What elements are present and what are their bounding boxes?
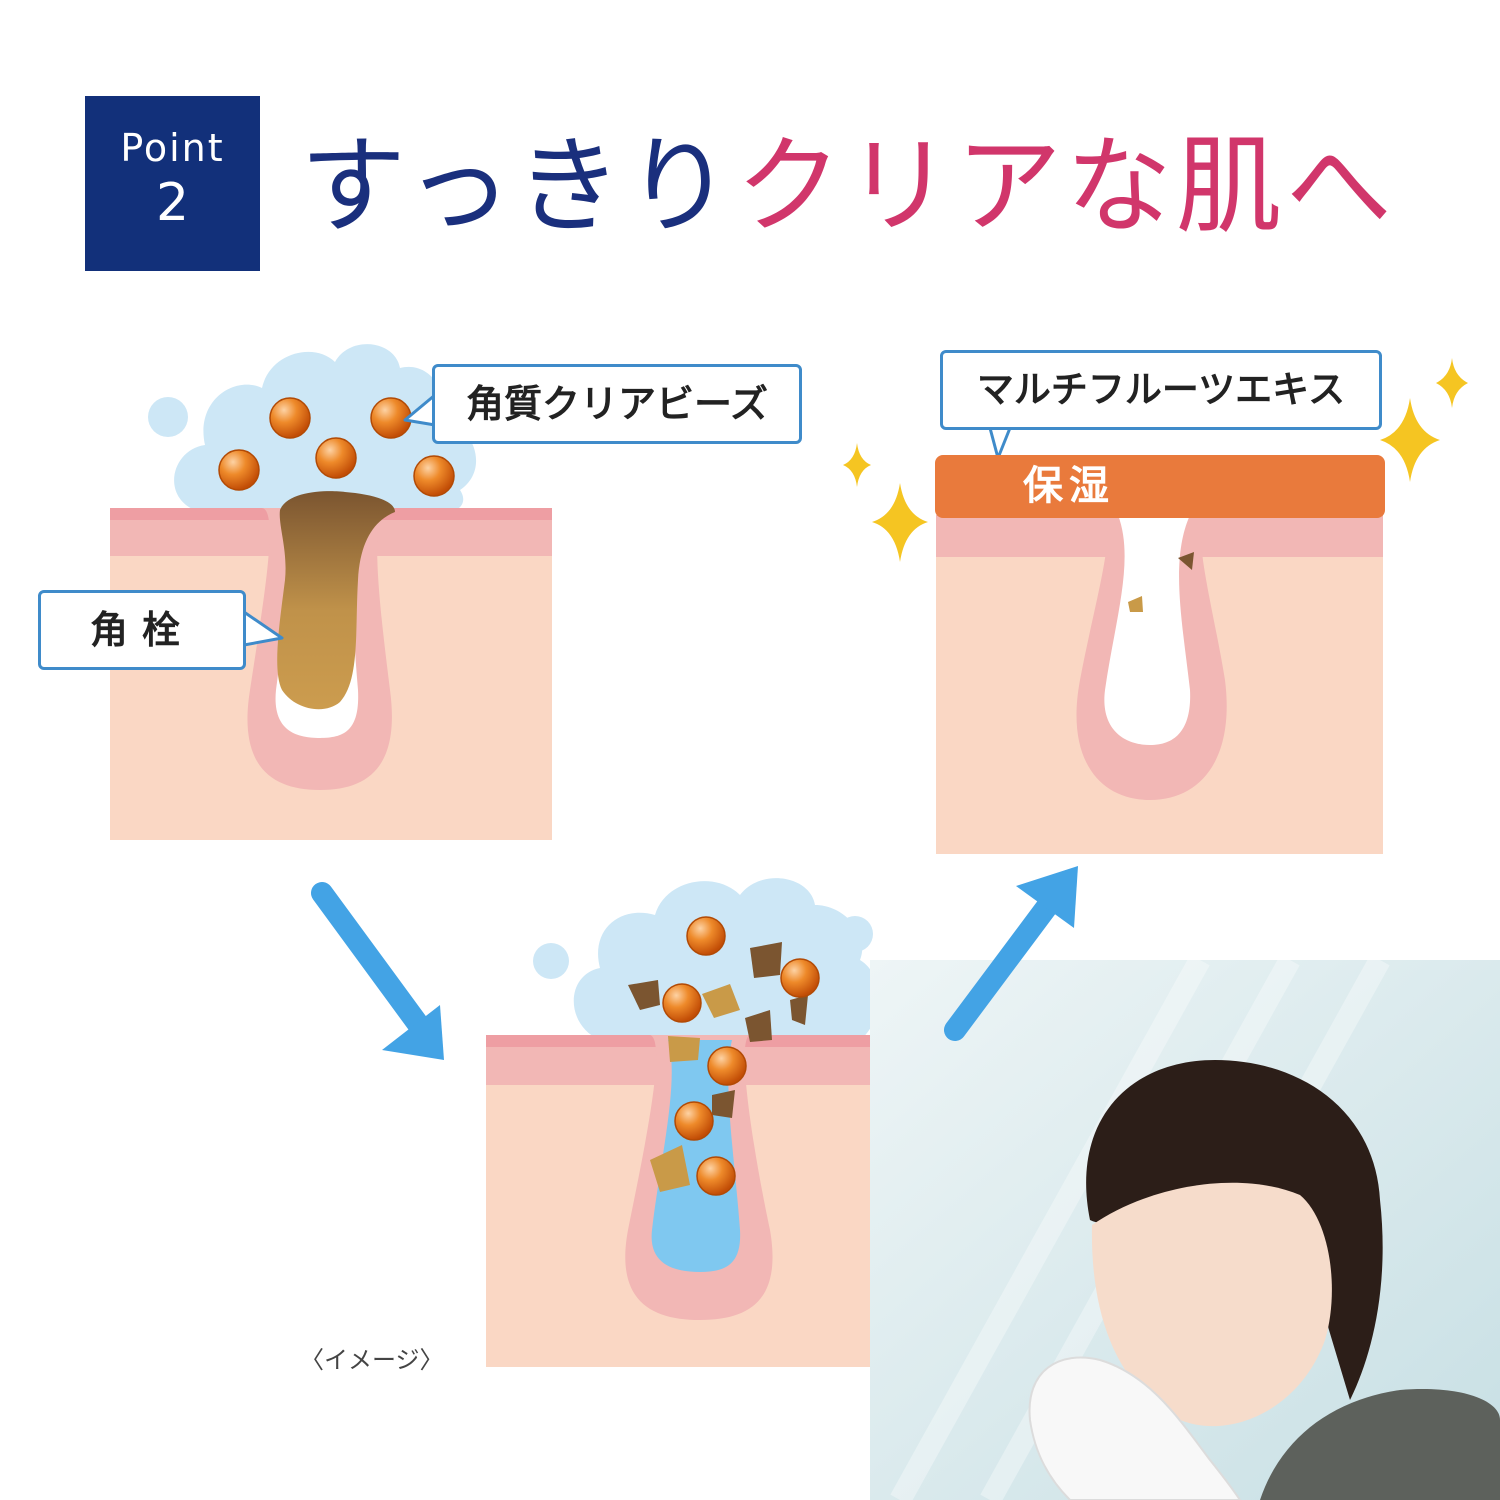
- clear-beads: [218, 397, 455, 497]
- plug-fragments: [628, 942, 808, 1192]
- arrow-down-right-icon: [311, 882, 444, 1060]
- callout-multi-fruit-extract: マルチフルーツエキス: [940, 350, 1382, 430]
- image-note: 〈イメージ〉: [300, 1346, 444, 1374]
- shirt: [1260, 1389, 1500, 1500]
- pore-plug: [277, 491, 395, 710]
- point-badge: Point 2: [85, 96, 260, 271]
- point-number: 2: [155, 173, 190, 233]
- model-photo: [870, 954, 1500, 1500]
- title-part-1: すっきり: [300, 125, 736, 248]
- panel-cleansing: [486, 878, 928, 1367]
- foam-cloud: [573, 878, 879, 1040]
- moisture-band: 保湿: [935, 455, 1385, 518]
- plug-fragment: [1178, 552, 1194, 570]
- callout-pore-plug: 角栓: [38, 590, 246, 670]
- point-word: Point: [120, 126, 225, 170]
- hair: [1086, 1060, 1383, 1400]
- sparkle-icon: [843, 358, 1468, 562]
- clear-beads: [662, 916, 820, 1196]
- panel-after: [936, 426, 1383, 854]
- towel: [1028, 1356, 1242, 1500]
- plug-fragment: [1128, 596, 1143, 612]
- title-part-2: クリア: [735, 125, 1066, 248]
- foam-bubble: [148, 397, 188, 437]
- title-part-3: な肌へ: [1065, 125, 1396, 248]
- pore-clean: [1104, 515, 1191, 745]
- face: [1091, 1182, 1332, 1427]
- arrow-up-right-icon: [944, 866, 1078, 1041]
- callout-tail: [988, 426, 1012, 460]
- foam-bubble: [533, 943, 569, 979]
- callout-clear-beads: 角質クリアビーズ: [432, 364, 802, 444]
- page-title: すっきりクリアな肌へ: [300, 112, 1396, 262]
- panel-before: [110, 344, 552, 840]
